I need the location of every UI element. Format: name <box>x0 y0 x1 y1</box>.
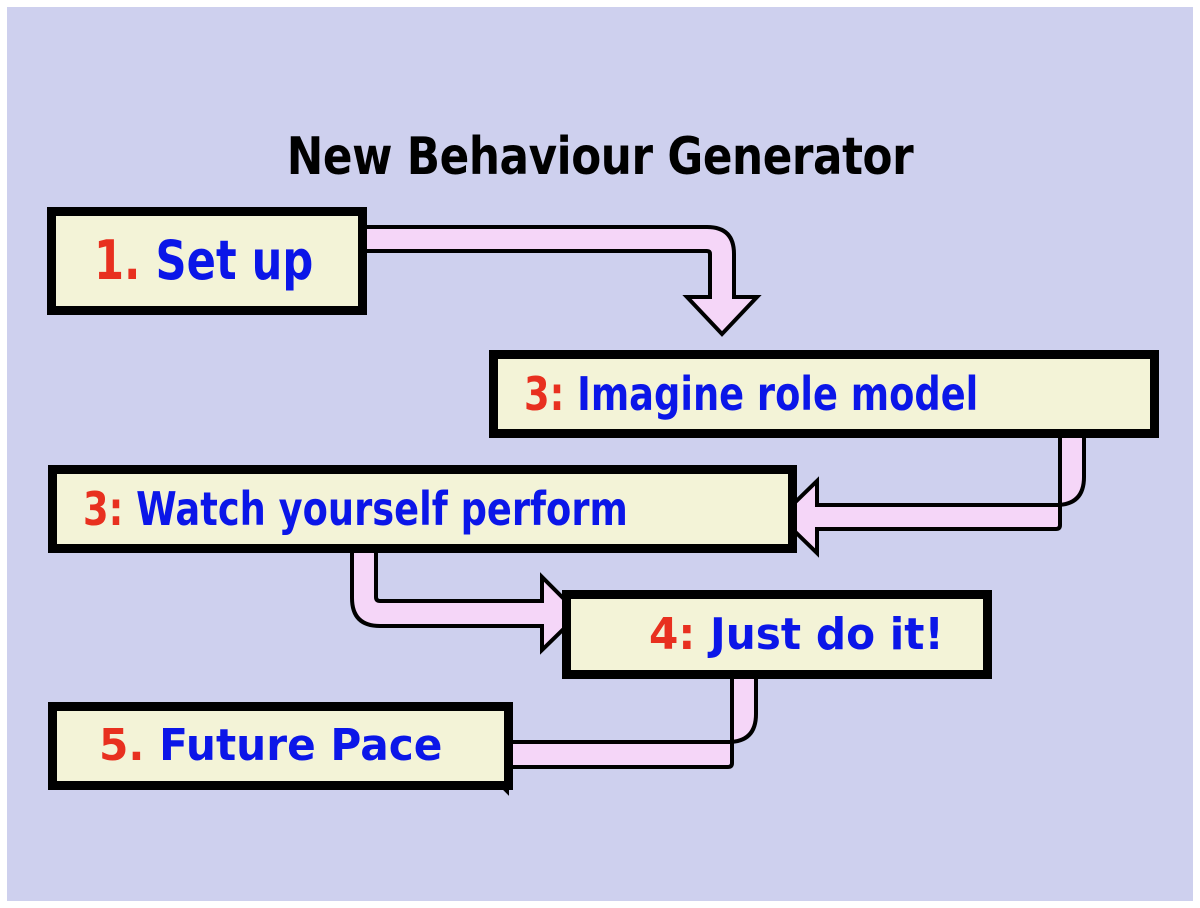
step-text-5: Future Pace <box>159 720 443 771</box>
step-number-1: 1. <box>94 229 141 292</box>
step-number-5: 5. <box>99 720 145 771</box>
step-box-2-imagine-role-model[interactable]: 3: Imagine role model <box>489 350 1159 438</box>
page-title: New Behaviour Generator <box>286 126 914 187</box>
diagram-background: New Behaviour Generator 1. Set up 3: Ima… <box>7 7 1193 901</box>
step-box-5-future-pace[interactable]: 5. Future Pace <box>48 702 513 790</box>
arrow-setup-to-imagine <box>358 225 762 337</box>
step-text-4: Just do it! <box>710 608 944 660</box>
step-number-4: 4: <box>649 608 696 660</box>
arrow-imagine-to-watch <box>777 430 1086 558</box>
step-text-2: Imagine role model <box>577 367 979 421</box>
step-box-3-watch-yourself-perform[interactable]: 3: Watch yourself perform <box>48 465 797 553</box>
step-number-2: 3: <box>524 367 565 421</box>
step-text-1: Set up <box>155 229 314 292</box>
arrow-watch-to-just-do-it <box>350 545 582 655</box>
step-box-4-just-do-it[interactable]: 4: Just do it! <box>562 590 992 679</box>
step-number-3: 3: <box>83 482 124 536</box>
step-text-3: Watch yourself perform <box>136 482 628 536</box>
step-box-1-set-up[interactable]: 1. Set up <box>47 207 367 315</box>
